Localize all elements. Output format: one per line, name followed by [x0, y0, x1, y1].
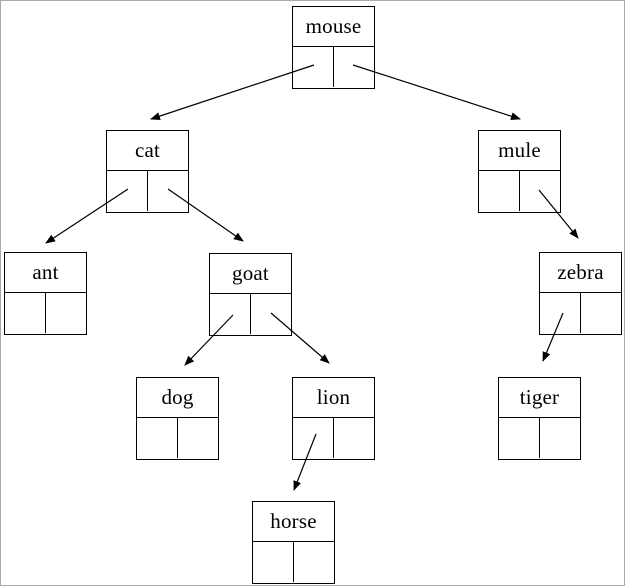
node-label: zebra: [540, 253, 621, 293]
node-lion: lion: [292, 377, 375, 460]
node-label: ant: [5, 253, 86, 293]
node-label: dog: [137, 378, 218, 418]
pointer-cells: [293, 418, 374, 458]
right-pointer-cell: [294, 542, 334, 582]
right-pointer-cell: [334, 418, 374, 458]
node-zebra: zebra: [539, 252, 622, 335]
pointer-cells: [499, 418, 580, 458]
node-label: goat: [210, 254, 291, 294]
node-dog: dog: [136, 377, 219, 460]
node-label: cat: [107, 131, 188, 171]
node-label: mouse: [293, 7, 374, 47]
right-pointer-cell: [251, 294, 291, 334]
node-goat: goat: [209, 253, 292, 336]
right-pointer-cell: [540, 418, 580, 458]
node-tiger: tiger: [498, 377, 581, 460]
node-label: horse: [253, 502, 334, 542]
right-pointer-cell: [46, 293, 86, 333]
node-horse: horse: [252, 501, 335, 584]
node-label: tiger: [499, 378, 580, 418]
pointer-cells: [5, 293, 86, 333]
left-pointer-cell: [5, 293, 46, 333]
pointer-cells: [479, 171, 560, 211]
left-pointer-cell: [479, 171, 520, 211]
node-cat: cat: [106, 130, 189, 213]
right-pointer-cell: [148, 171, 188, 211]
arrow-mouse-right-to-mule: [352, 64, 521, 121]
left-pointer-cell: [137, 418, 178, 458]
left-pointer-cell: [253, 542, 294, 582]
pointer-cells: [540, 293, 621, 333]
left-pointer-cell: [293, 47, 334, 87]
left-pointer-cell: [107, 171, 148, 211]
pointer-cells: [253, 542, 334, 582]
right-pointer-cell: [520, 171, 560, 211]
pointer-cells: [107, 171, 188, 211]
node-label: lion: [293, 378, 374, 418]
left-pointer-cell: [293, 418, 334, 458]
pointer-cells: [210, 294, 291, 334]
arrow-mouse-left-to-cat: [150, 64, 315, 120]
pointer-cells: [137, 418, 218, 458]
left-pointer-cell: [499, 418, 540, 458]
node-mouse: mouse: [292, 6, 375, 89]
node-ant: ant: [4, 252, 87, 335]
right-pointer-cell: [581, 293, 621, 333]
right-pointer-cell: [178, 418, 218, 458]
node-label: mule: [479, 131, 560, 171]
pointer-cells: [293, 47, 374, 87]
left-pointer-cell: [540, 293, 581, 333]
node-mule: mule: [478, 130, 561, 213]
left-pointer-cell: [210, 294, 251, 334]
right-pointer-cell: [334, 47, 374, 87]
